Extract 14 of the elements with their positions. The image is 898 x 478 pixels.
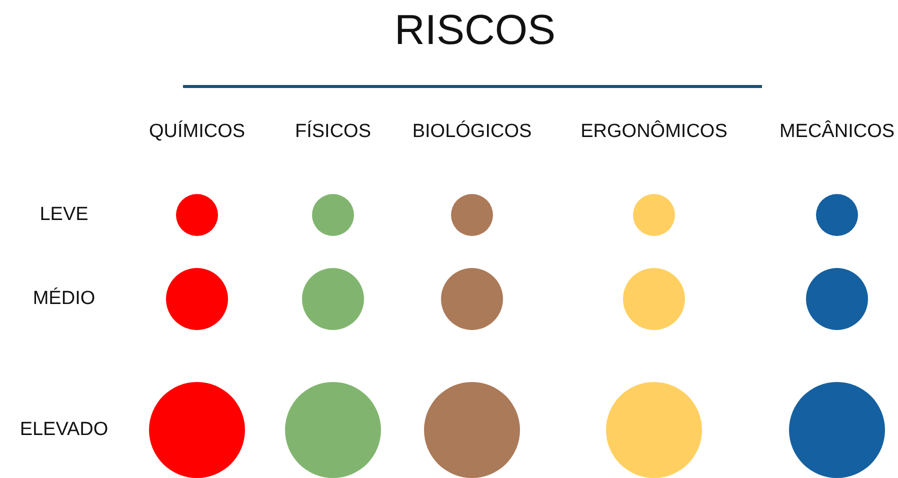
column-header: MECÂNICOS (779, 121, 895, 143)
risk-circle (312, 194, 354, 236)
risk-circle (816, 194, 858, 236)
row-header: ELEVADO (20, 419, 108, 441)
column-header: FÍSICOS (295, 121, 371, 143)
risk-circle (633, 194, 675, 236)
row-header: MÉDIO (32, 288, 96, 310)
column-header: BIOLÓGICOS (412, 121, 532, 143)
risk-circle (176, 194, 218, 236)
title: RISCOS (394, 6, 556, 54)
row-header: LEVE (40, 204, 88, 226)
column-header: ERGONÔMICOS (580, 121, 728, 143)
risk-circle (451, 194, 493, 236)
column-header: QUÍMICOS (148, 121, 246, 143)
